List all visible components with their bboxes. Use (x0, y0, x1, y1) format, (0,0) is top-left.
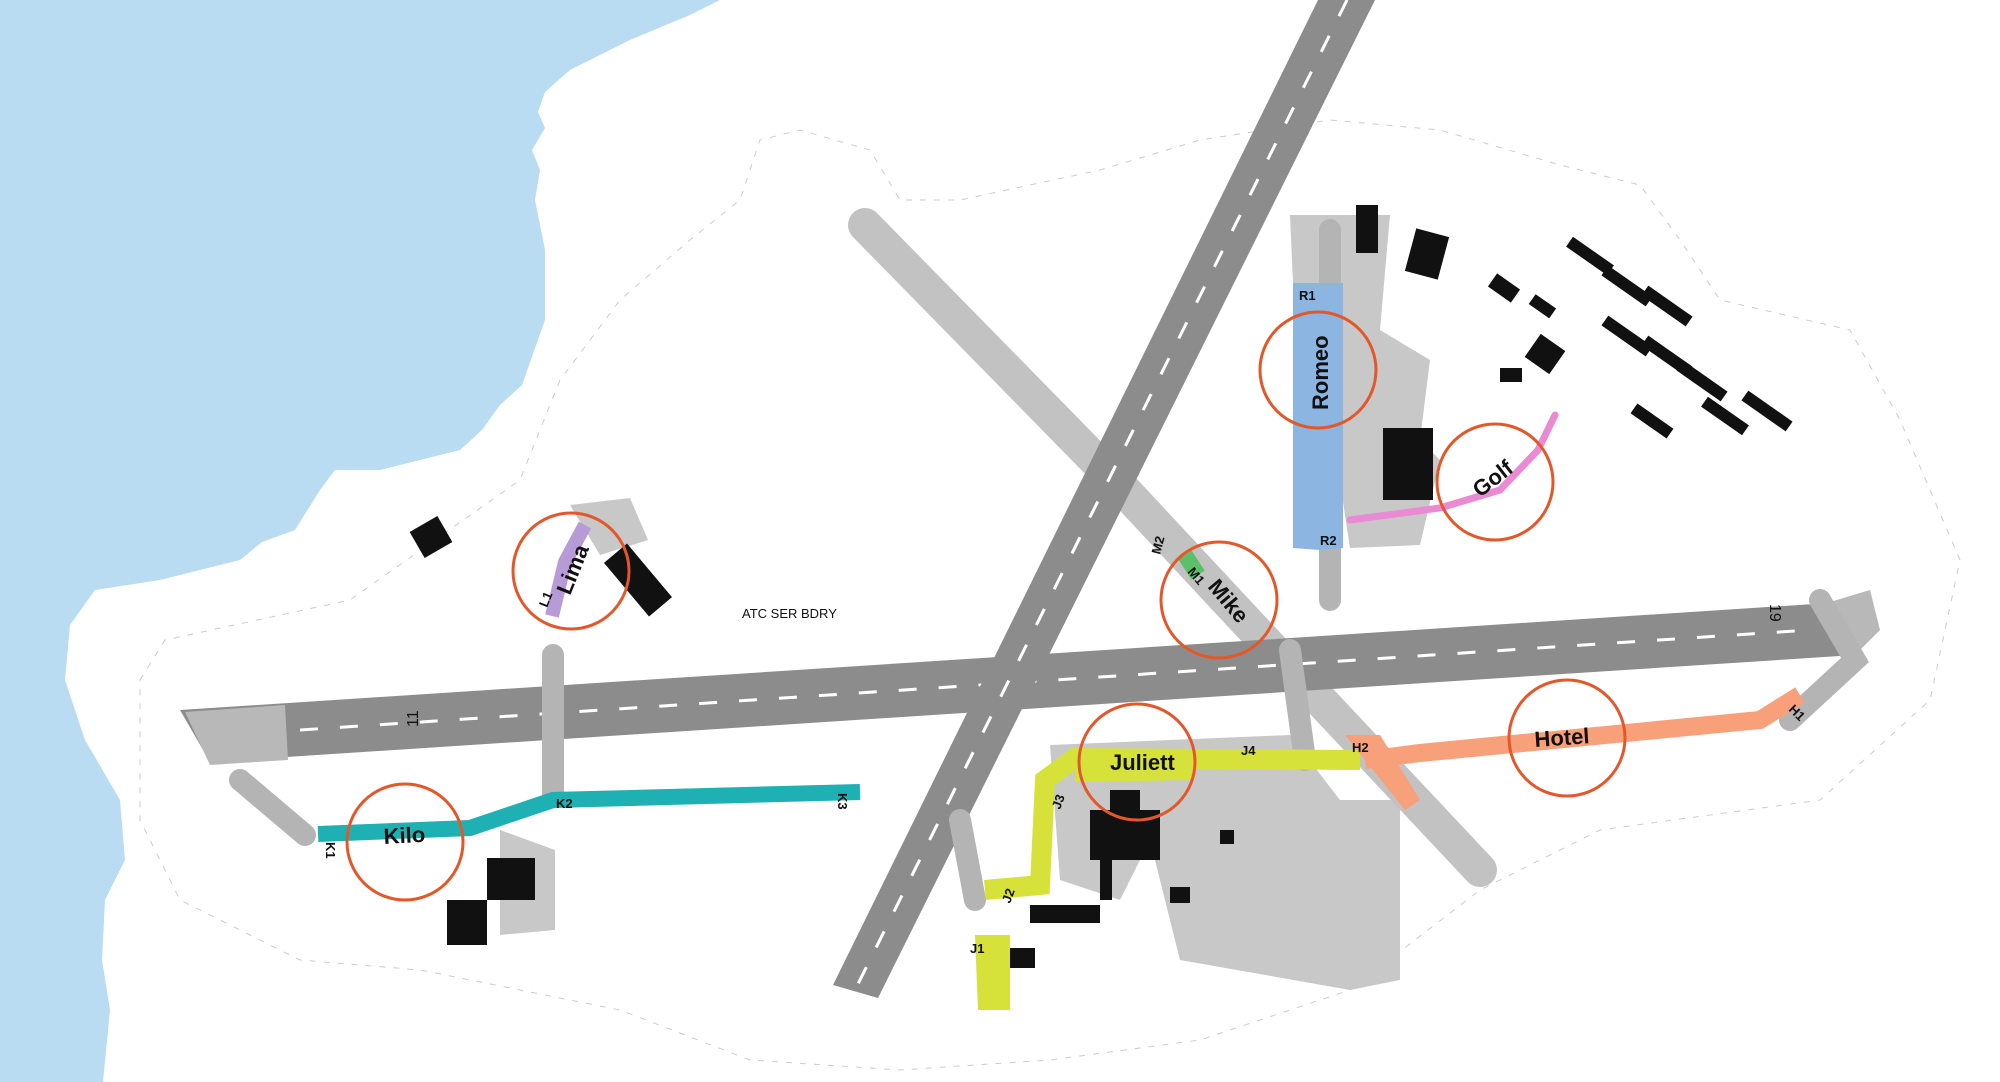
taxiway-mike (1178, 550, 1205, 580)
atc-boundary-label: ATC SER BDRY (742, 606, 837, 621)
taxiway-juliett-apron (1075, 750, 1195, 782)
crosswind-runway (833, 0, 1375, 998)
highlight-circles (345, 310, 1627, 902)
highlight-circle-juliett (1077, 702, 1197, 822)
highlight-circle-romeo (1258, 310, 1378, 430)
main-runway-west-turnpad (185, 705, 288, 765)
water-body (0, 0, 720, 1082)
taxiway-hotel-h2 (1345, 735, 1420, 810)
airport-perimeter (139, 119, 1961, 1071)
taxiway-label-kilo: Kilo (383, 822, 426, 849)
taxiway-juliett-j1 (975, 935, 1010, 1010)
highlight-circle-hotel (1507, 678, 1627, 798)
taxiway-label-romeo: Romeo (1308, 335, 1333, 410)
taxiway-romeo (1293, 283, 1343, 550)
taxiway-label-juliett: Juliett (1110, 750, 1175, 775)
connector-label-j3: J3 (1049, 792, 1068, 811)
taxiway-kilo (317, 784, 861, 842)
runway-number-east: 19 (1766, 604, 1783, 622)
highlight-circle-lima (511, 511, 631, 631)
main-runway-east-turnpad (1830, 590, 1880, 655)
connector-label-k2: K2 (556, 796, 573, 811)
connector-label-r1: R1 (1299, 288, 1316, 303)
taxiway-golf (1346, 411, 1559, 524)
connector-label-k1: K1 (323, 842, 338, 859)
connector-label-k3: K3 (835, 793, 850, 810)
connector-label-j1: J1 (970, 941, 984, 956)
connector-label-h2: H2 (1352, 740, 1369, 755)
highlight-circle-mike (1159, 540, 1279, 660)
connector-label-l1: L1 (536, 589, 556, 609)
highlight-circle-kilo (345, 782, 465, 902)
highlight-circle-golf (1435, 422, 1555, 542)
connector-label-j4: J4 (1241, 743, 1256, 758)
connector-label-j2: J2 (999, 886, 1018, 905)
connector-label-m2: M2 (1148, 534, 1167, 555)
runway-number-west: 11 (405, 710, 422, 727)
taxiway-lima (545, 521, 592, 618)
buildings (409, 205, 1793, 968)
crosswind-runway-centerline (853, 0, 1349, 991)
taxiway-label-hotel: Hotel (1534, 723, 1591, 752)
connector-label-r2: R2 (1320, 533, 1337, 548)
